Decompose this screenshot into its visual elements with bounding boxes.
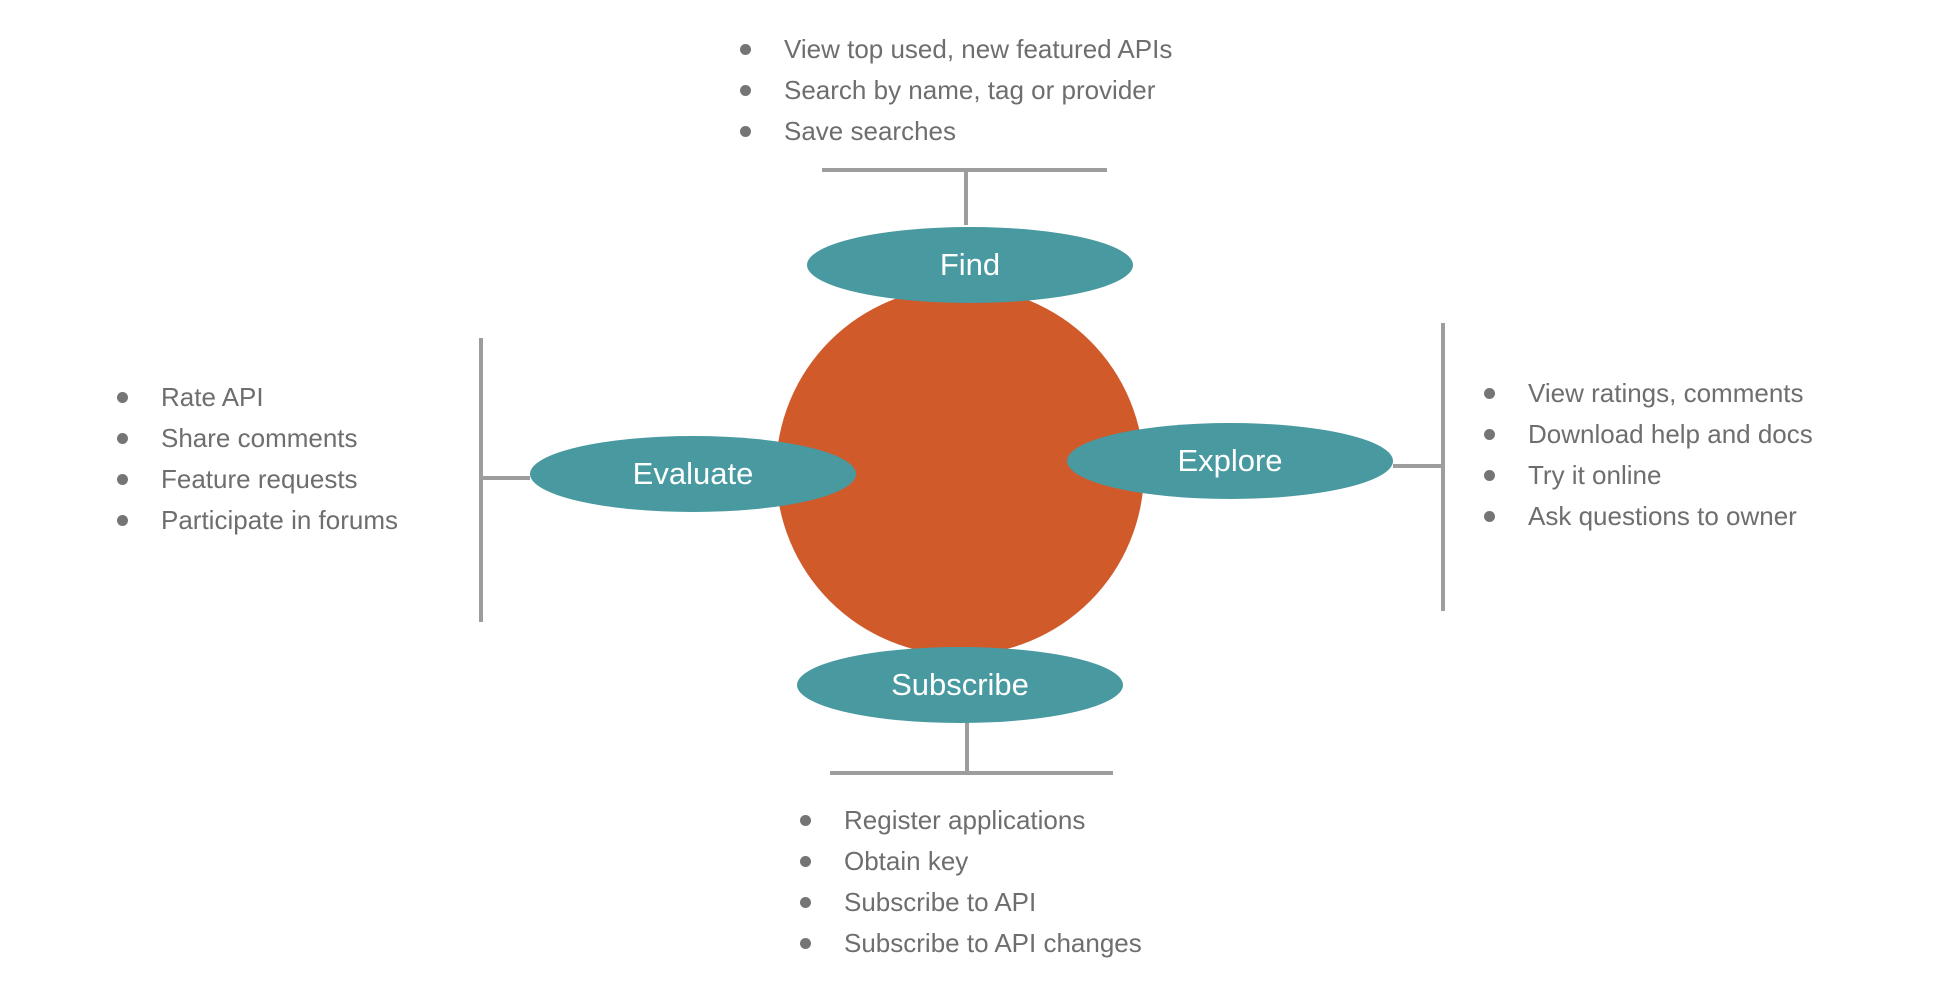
node-explore: Explore xyxy=(1067,423,1393,499)
list-item-text: Feature requests xyxy=(161,464,358,494)
list-item: Subscribe to API changes xyxy=(800,923,1142,964)
bullet-dot xyxy=(117,433,128,444)
list-item: Share comments xyxy=(117,418,398,459)
find-list: View top used, new featured APIs Search … xyxy=(740,29,1172,152)
list-item: Download help and docs xyxy=(1484,414,1813,455)
list-item: Search by name, tag or provider xyxy=(740,70,1172,111)
list-item-text: Download help and docs xyxy=(1528,419,1813,449)
bullet-dot xyxy=(740,44,751,55)
list-item-text: Register applications xyxy=(844,805,1086,835)
subscribe-list: Register applications Obtain key Subscri… xyxy=(800,800,1142,964)
list-item: Save searches xyxy=(740,111,1172,152)
list-item-text: Save searches xyxy=(784,116,956,146)
list-item: Subscribe to API xyxy=(800,882,1142,923)
evaluate-connector-bar xyxy=(479,338,483,622)
list-item-text: Rate API xyxy=(161,382,264,412)
node-explore-label: Explore xyxy=(1177,443,1283,478)
node-evaluate: Evaluate xyxy=(530,436,856,512)
bullet-dot xyxy=(1484,511,1495,522)
list-item: View ratings, comments xyxy=(1484,373,1813,414)
evaluate-list: Rate API Share comments Feature requests… xyxy=(117,377,398,541)
node-evaluate-label: Evaluate xyxy=(632,456,754,491)
list-item-text: Obtain key xyxy=(844,846,969,876)
bullet-dot xyxy=(800,856,811,867)
evaluate-connector-stub xyxy=(483,476,530,480)
list-item: View top used, new featured APIs xyxy=(740,29,1172,70)
list-item: Obtain key xyxy=(800,841,1142,882)
list-item: Ask questions to owner xyxy=(1484,496,1813,537)
list-item-text: Subscribe to API xyxy=(844,887,1037,917)
bullet-dot xyxy=(1484,388,1495,399)
bullet-dot xyxy=(740,126,751,137)
list-item-text: View top used, new featured APIs xyxy=(784,34,1173,64)
bullet-dot xyxy=(800,938,811,949)
subscribe-connector-stem xyxy=(965,721,969,773)
node-subscribe: Subscribe xyxy=(797,647,1123,723)
list-item-text: View ratings, comments xyxy=(1528,378,1804,408)
list-item-text: Try it online xyxy=(1528,460,1662,490)
bullet-dot xyxy=(800,815,811,826)
explore-list: View ratings, comments Download help and… xyxy=(1484,373,1813,537)
explore-connector-bar xyxy=(1441,323,1445,611)
bullet-dot xyxy=(117,392,128,403)
explore-connector-stub xyxy=(1393,464,1441,468)
find-connector-stem xyxy=(964,168,968,225)
list-item-text: Ask questions to owner xyxy=(1528,501,1797,531)
list-item: Register applications xyxy=(800,800,1142,841)
bullet-dot xyxy=(800,897,811,908)
bullet-dot xyxy=(117,515,128,526)
node-find-label: Find xyxy=(939,247,1001,282)
bullet-dot xyxy=(740,85,751,96)
node-find: Find xyxy=(807,227,1133,303)
node-subscribe-label: Subscribe xyxy=(891,667,1029,702)
subscribe-connector-bar xyxy=(830,771,1113,775)
list-item-text: Search by name, tag or provider xyxy=(784,75,1156,105)
list-item: Rate API xyxy=(117,377,398,418)
bullet-dot xyxy=(117,474,128,485)
list-item-text: Participate in forums xyxy=(161,505,398,535)
list-item: Participate in forums xyxy=(117,500,398,541)
list-item-text: Subscribe to API changes xyxy=(844,928,1142,958)
bullet-dot xyxy=(1484,429,1495,440)
list-item: Feature requests xyxy=(117,459,398,500)
list-item-text: Share comments xyxy=(161,423,358,453)
list-item: Try it online xyxy=(1484,455,1813,496)
bullet-dot xyxy=(1484,470,1495,481)
